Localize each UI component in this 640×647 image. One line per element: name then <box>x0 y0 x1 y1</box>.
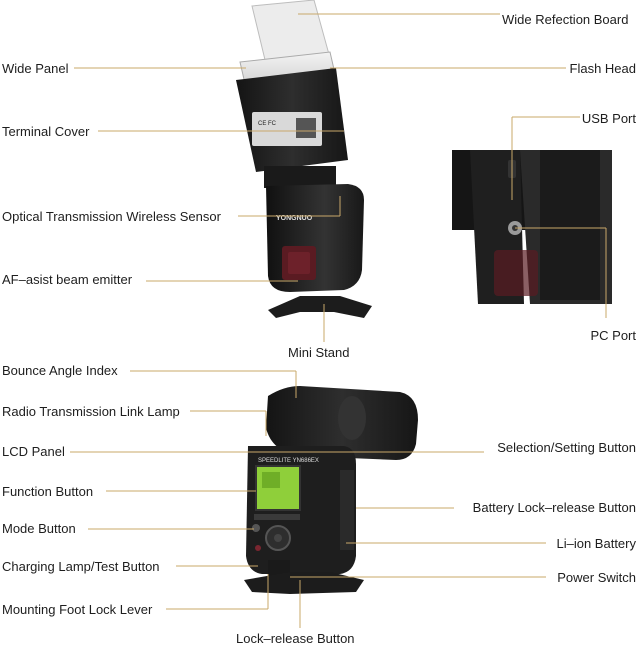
label-af-assist: AF–asist beam emitter <box>2 272 133 287</box>
battery-compartment <box>340 470 354 550</box>
brand-text: YONGNUO <box>276 215 313 222</box>
label-battery-lock-release: Battery Lock–release Button <box>472 500 636 515</box>
label-bounce-angle-index: Bounce Angle Index <box>2 363 118 378</box>
mounting-foot <box>244 572 364 594</box>
label-charging-lamp-test: Charging Lamp/Test Button <box>2 559 160 574</box>
flash-neck <box>264 166 336 188</box>
label-optical-sensor: Optical Transmission Wireless Sensor <box>2 209 221 224</box>
port-inset <box>452 146 612 304</box>
label-function-button: Function Button <box>2 484 94 499</box>
label-terminal-cover: Terminal Cover <box>2 124 90 139</box>
mode-button-shape <box>252 524 260 532</box>
label-radio-link-lamp: Radio Transmission Link Lamp <box>2 404 180 419</box>
label-li-ion-battery: Li–ion Battery <box>556 536 637 551</box>
charging-lamp <box>255 545 261 551</box>
top-flash-illustration: CE FC YONGNUO <box>236 0 372 318</box>
bottom-flash-illustration: SPEEDLITE YN686EX <box>244 386 418 594</box>
label-mini-stand: Mini Stand <box>288 345 350 360</box>
label-mode-button: Mode Button <box>2 521 76 536</box>
plate-text: CE FC <box>258 121 277 127</box>
label-usb-port: USB Port <box>581 111 636 126</box>
model-text: SPEEDLITE YN686EX <box>258 458 319 464</box>
mini-stand <box>268 296 372 318</box>
label-selection-setting-button: Selection/Setting Button <box>497 440 636 455</box>
label-flash-head: Flash Head <box>569 61 636 76</box>
qr-code <box>296 118 316 138</box>
label-power-switch: Power Switch <box>557 570 636 585</box>
leader-lines <box>70 13 607 628</box>
label-lock-release-button: Lock–release Button <box>236 631 355 646</box>
label-wide-panel: Wide Panel <box>2 61 69 76</box>
label-mounting-foot-lock: Mounting Foot Lock Lever <box>2 602 153 617</box>
label-wide-reflection-board: Wide Refection Board <box>502 12 629 27</box>
label-lcd-panel: LCD Panel <box>2 444 65 459</box>
label-pc-port: PC Port <box>590 328 636 343</box>
